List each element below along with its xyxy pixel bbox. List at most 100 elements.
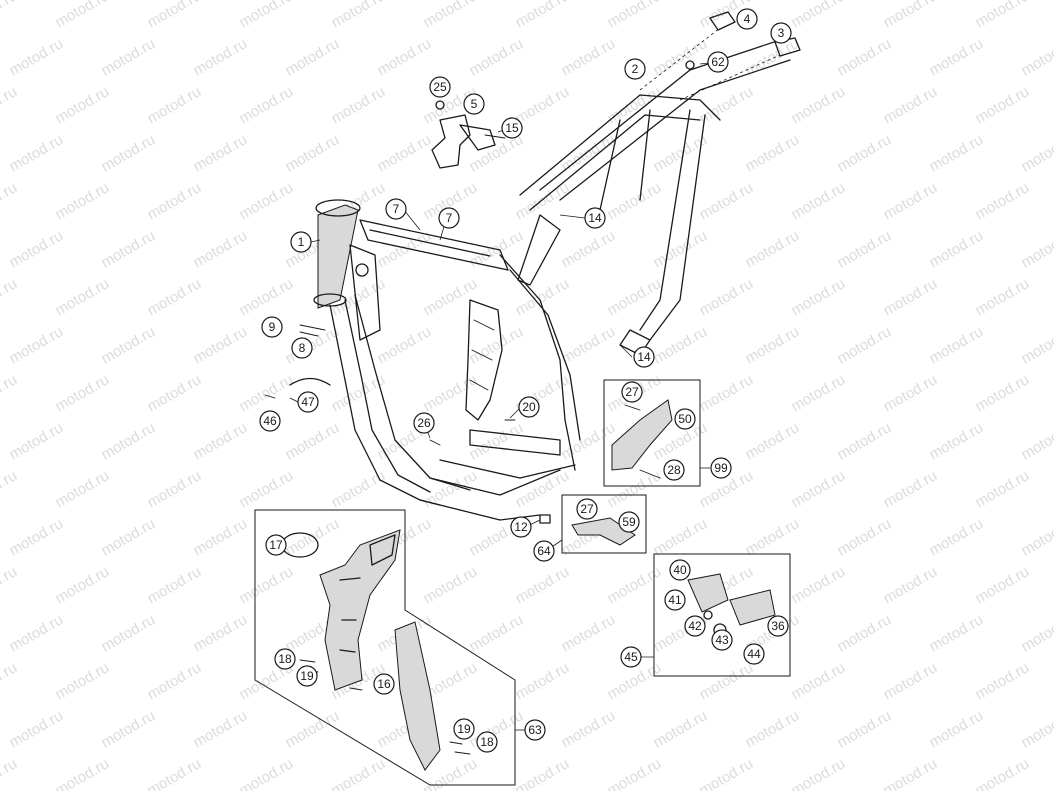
- callout-19b[interactable]: 19: [453, 718, 475, 740]
- callout-14b[interactable]: 14: [633, 346, 655, 368]
- watermark-text: motod.ru: [328, 467, 388, 511]
- watermark-text: motod.ru: [466, 323, 526, 367]
- watermark-text: motod.ru: [880, 755, 940, 791]
- watermark-text: motod.ru: [1018, 419, 1054, 463]
- callout-99[interactable]: 99: [710, 457, 732, 479]
- watermark-text: motod.ru: [972, 371, 1032, 415]
- svg-text:18: 18: [480, 735, 494, 749]
- callout-44[interactable]: 44: [743, 643, 765, 665]
- callout-25[interactable]: 25: [429, 76, 451, 98]
- svg-text:5: 5: [471, 97, 478, 111]
- callout-27b[interactable]: 27: [576, 498, 598, 520]
- watermark-text: motod.ru: [328, 83, 388, 127]
- callout-50[interactable]: 50: [674, 408, 696, 430]
- watermark-text: motod.ru: [236, 275, 296, 319]
- watermark-text: motod.ru: [98, 35, 158, 79]
- svg-text:26: 26: [417, 416, 431, 430]
- watermark-text: motod.ru: [190, 515, 250, 559]
- callout-12[interactable]: 12: [510, 516, 532, 538]
- watermark-text: motod.ru: [834, 323, 894, 367]
- watermark-text: motod.ru: [834, 35, 894, 79]
- callout-41[interactable]: 41: [664, 589, 686, 611]
- svg-text:17: 17: [269, 538, 283, 552]
- watermark-text: motod.ru: [788, 659, 848, 703]
- callout-9[interactable]: 9: [261, 316, 283, 338]
- callout-5[interactable]: 5: [463, 93, 485, 115]
- watermark-text: motod.ru: [696, 371, 756, 415]
- watermark-text: motod.ru: [880, 371, 940, 415]
- watermark-text: motod.ru: [926, 227, 986, 271]
- svg-text:3: 3: [778, 26, 785, 40]
- callout-28[interactable]: 28: [663, 459, 685, 481]
- callout-14a[interactable]: 14: [584, 207, 606, 229]
- watermark-text: motod.ru: [0, 371, 20, 415]
- watermark-text: motod.ru: [0, 179, 20, 223]
- watermark-text: motod.ru: [6, 419, 66, 463]
- watermark-text: motod.ru: [328, 755, 388, 791]
- watermark-text: motod.ru: [788, 275, 848, 319]
- callout-3[interactable]: 3: [770, 22, 792, 44]
- callout-43[interactable]: 43: [711, 629, 733, 651]
- watermark-text: motod.ru: [604, 275, 664, 319]
- callout-36[interactable]: 36: [767, 615, 789, 637]
- watermark-text: motod.ru: [52, 179, 112, 223]
- callout-19a[interactable]: 19: [296, 665, 318, 687]
- callout-1[interactable]: 1: [290, 231, 312, 253]
- watermark-text: motod.ru: [6, 323, 66, 367]
- callout-16[interactable]: 16: [373, 673, 395, 695]
- callout-45[interactable]: 45: [620, 646, 642, 668]
- watermark-text: motod.ru: [742, 515, 802, 559]
- svg-text:40: 40: [673, 563, 687, 577]
- watermark-text: motod.ru: [0, 467, 20, 511]
- callout-62[interactable]: 62: [707, 51, 729, 73]
- watermark-text: motod.ru: [972, 0, 1032, 31]
- watermark-text: motod.ru: [604, 467, 664, 511]
- callout-46[interactable]: 46: [259, 410, 281, 432]
- callout-7a[interactable]: 7: [385, 198, 407, 220]
- svg-text:19: 19: [457, 722, 471, 736]
- callout-42[interactable]: 42: [684, 615, 706, 637]
- box-45: [653, 553, 791, 677]
- watermark-text: motod.ru: [6, 707, 66, 751]
- svg-text:20: 20: [522, 400, 536, 414]
- callout-8[interactable]: 8: [291, 337, 313, 359]
- callout-40[interactable]: 40: [669, 559, 691, 581]
- callout-59[interactable]: 59: [618, 511, 640, 533]
- watermark-text: motod.ru: [328, 371, 388, 415]
- watermark-text: motod.ru: [696, 755, 756, 791]
- watermark-text: motod.ru: [466, 419, 526, 463]
- callout-15[interactable]: 15: [501, 117, 523, 139]
- svg-text:47: 47: [301, 395, 315, 409]
- watermark-text: motod.ru: [880, 83, 940, 127]
- callout-18b[interactable]: 18: [476, 731, 498, 753]
- watermark-text: motod.ru: [52, 275, 112, 319]
- watermark-text: motod.ru: [236, 179, 296, 223]
- watermark-text: motod.ru: [512, 563, 572, 607]
- callout-4[interactable]: 4: [736, 8, 758, 30]
- watermark-text: motod.ru: [190, 227, 250, 271]
- bracket-group-5: [431, 100, 506, 169]
- callout-27a[interactable]: 27: [621, 381, 643, 403]
- watermark-text: motod.ru: [972, 659, 1032, 703]
- watermark-text: motod.ru: [6, 611, 66, 655]
- watermark-text: motod.ru: [190, 131, 250, 175]
- svg-text:15: 15: [505, 121, 519, 135]
- callout-63[interactable]: 63: [524, 719, 546, 741]
- watermark-text: motod.ru: [144, 83, 204, 127]
- watermark-text: motod.ru: [972, 563, 1032, 607]
- callout-2[interactable]: 2: [624, 58, 646, 80]
- callout-26[interactable]: 26: [413, 412, 435, 434]
- callout-20[interactable]: 20: [518, 396, 540, 418]
- callout-17[interactable]: 17: [265, 534, 287, 556]
- callout-18a[interactable]: 18: [274, 648, 296, 670]
- watermark-text: motod.ru: [926, 323, 986, 367]
- watermark-text: motod.ru: [650, 35, 710, 79]
- callout-64[interactable]: 64: [533, 540, 555, 562]
- svg-text:36: 36: [771, 619, 785, 633]
- callout-7b[interactable]: 7: [438, 207, 460, 229]
- watermark-text: motod.ru: [834, 611, 894, 655]
- watermark-text: motod.ru: [696, 275, 756, 319]
- callout-47[interactable]: 47: [297, 391, 319, 413]
